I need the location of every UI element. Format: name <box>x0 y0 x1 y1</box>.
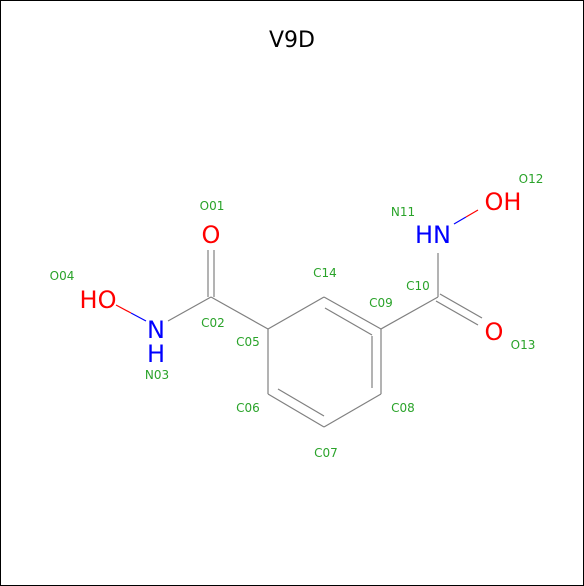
bond-inner-c14-c09 <box>324 307 373 336</box>
bonds <box>115 209 483 428</box>
atom-label-c06: C06 <box>236 401 260 415</box>
bond-c10-o13-a <box>435 300 479 326</box>
bond-c02-n03 <box>167 296 212 322</box>
atom-symbol-n03-h: H <box>147 340 165 368</box>
bond-n03-o04-red <box>115 304 132 314</box>
atom-label-c07: C07 <box>314 446 338 460</box>
bond-c08-c07 <box>323 393 382 428</box>
atom-label-c10: C10 <box>406 279 430 293</box>
bond-c09-c10 <box>380 296 439 330</box>
atom-label-o04: O04 <box>50 269 75 283</box>
atom-label-n03: N03 <box>145 368 169 382</box>
atom-label-o01: O01 <box>200 199 225 213</box>
atom-label-n11: N11 <box>391 205 415 219</box>
bond-c05-c02 <box>210 296 269 330</box>
atom-label-o13: O13 <box>511 338 536 352</box>
atom-labels: O01 C02 N03 O04 C05 C06 C07 C08 C09 C10 … <box>50 172 544 460</box>
element-symbols: O HO N H HN OH O <box>80 188 522 368</box>
bond-n11-o12-blue <box>453 216 467 225</box>
atom-label-c09: C09 <box>369 296 393 310</box>
bond-n11-o12-red <box>465 209 479 218</box>
bond-inner-c07-c06 <box>277 388 325 417</box>
bond-n03-o04-blue <box>130 312 147 322</box>
atom-label-c14: C14 <box>313 266 337 280</box>
atom-symbol-o13: O <box>485 318 504 346</box>
atom-label-c05: C05 <box>236 335 260 349</box>
atom-label-o12: O12 <box>519 172 544 186</box>
bond-c10-o13-b <box>439 293 483 319</box>
atom-symbol-o12: OH <box>485 188 522 216</box>
atom-symbol-o04: HO <box>80 286 117 314</box>
atom-symbol-n11: HN <box>415 221 451 249</box>
molecule-title: V9D <box>269 28 315 53</box>
bond-c07-c06 <box>267 393 325 428</box>
atom-label-c02: C02 <box>201 316 225 330</box>
atom-label-c08: C08 <box>391 401 415 415</box>
atom-symbol-n03-n: N <box>147 316 165 344</box>
atom-symbol-o01: O <box>202 221 221 249</box>
bond-c14-c09 <box>323 296 382 330</box>
bond-c05-c14 <box>267 296 325 330</box>
